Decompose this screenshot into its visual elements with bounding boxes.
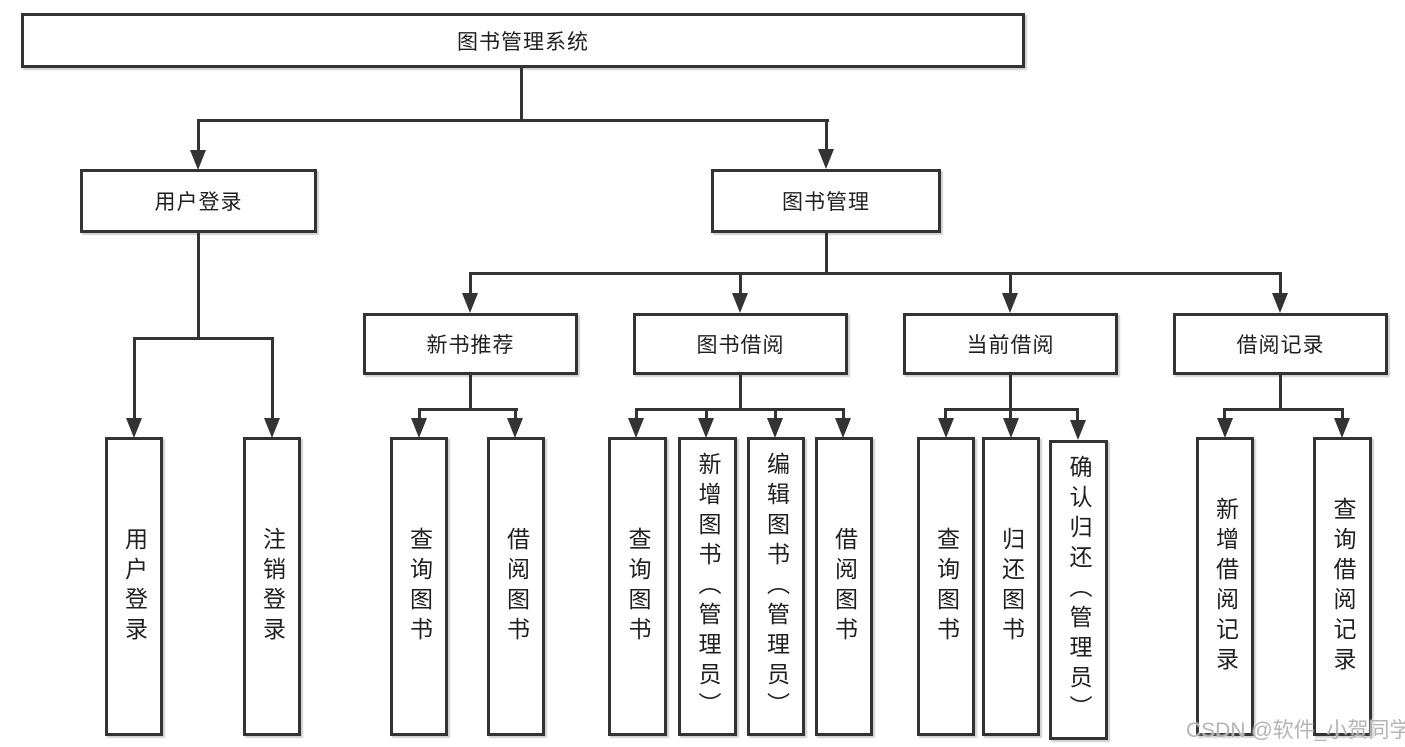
leaf-query-borrow-record-label: 查询借阅记录: [1330, 496, 1356, 677]
leaf-add-borrow-record-label: 新增借阅记录: [1212, 496, 1239, 677]
connector: [469, 272, 472, 297]
leaf-edit-books-admin-label: 编辑图书（管理员）: [763, 451, 790, 722]
node-borrow-record: 借阅记录: [1173, 313, 1388, 375]
leaf-query-books-1-label: 查询图书: [406, 526, 433, 647]
connector: [418, 408, 421, 422]
leaf-return-books: 归还图书: [982, 437, 1040, 736]
connector: [635, 408, 845, 411]
leaf-edit-books-admin: 编辑图书（管理员）: [747, 437, 805, 736]
connector: [705, 408, 708, 422]
leaf-borrow-books-2-label: 借阅图书: [831, 526, 858, 647]
leaf-query-books-2-label: 查询图书: [625, 526, 651, 647]
connector: [133, 337, 136, 422]
arrow-down-icon: [1070, 420, 1086, 440]
connector: [1223, 408, 1343, 411]
node-book-borrow-label: 图书借阅: [696, 334, 785, 357]
leaf-confirm-return-admin: 确认归还（管理员）: [1049, 440, 1108, 740]
connector: [635, 408, 638, 422]
leaf-borrow-books-1: 借阅图书: [487, 437, 545, 736]
node-current-borrow-label: 当前借阅: [966, 334, 1055, 357]
leaf-query-books-3: 查询图书: [917, 437, 975, 736]
node-new-book-recommend: 新书推荐: [363, 313, 578, 375]
arrow-down-icon: [507, 418, 523, 438]
arrow-down-icon: [190, 150, 206, 170]
node-borrow-record-label: 借阅记录: [1236, 334, 1325, 357]
node-new-book-recommend-label: 新书推荐: [426, 334, 515, 357]
connector: [842, 408, 845, 422]
leaf-logout-label: 注销登录: [259, 526, 286, 647]
connector: [825, 233, 828, 275]
leaf-add-borrow-record: 新增借阅记录: [1196, 437, 1254, 736]
leaf-query-books-1: 查询图书: [390, 437, 448, 736]
connector: [1279, 272, 1282, 297]
arrow-down-icon: [628, 418, 644, 438]
leaf-query-borrow-record: 查询借阅记录: [1313, 437, 1372, 736]
connector: [825, 119, 828, 152]
arrow-down-icon: [1272, 293, 1288, 313]
node-user-login: 用户登录: [80, 169, 317, 233]
node-root: 图书管理系统: [21, 13, 1025, 68]
connector: [1223, 408, 1226, 422]
arrow-down-icon: [767, 418, 783, 438]
node-root-label: 图书管理系统: [457, 30, 589, 54]
connector: [197, 233, 200, 340]
csdn-watermark: CSDN @软件_小贺同学: [1186, 719, 1405, 742]
leaf-query-books-2: 查询图书: [608, 437, 667, 736]
arrow-down-icon: [938, 418, 954, 438]
connector: [514, 408, 517, 422]
connector: [1279, 375, 1282, 411]
connector: [1076, 408, 1079, 422]
node-user-login-label: 用户登录: [154, 191, 243, 214]
arrow-down-icon: [411, 418, 427, 438]
connector: [944, 408, 947, 422]
leaf-borrow-books-2: 借阅图书: [815, 437, 873, 736]
connector: [739, 272, 742, 297]
connector: [197, 119, 200, 152]
arrow-down-icon: [462, 293, 478, 313]
connector: [1009, 375, 1012, 411]
leaf-add-books-admin: 新增图书（管理员）: [678, 437, 737, 736]
connector: [774, 408, 777, 422]
connector: [1341, 408, 1344, 422]
leaf-user-login: 用户登录: [105, 437, 163, 736]
leaf-confirm-return-admin-label: 确认归还（管理员）: [1066, 455, 1092, 725]
connector: [1009, 408, 1012, 422]
node-book-management-label: 图书管理: [782, 191, 870, 214]
leaf-logout: 注销登录: [243, 437, 301, 736]
leaf-query-books-3-label: 查询图书: [933, 526, 960, 647]
connector: [469, 375, 472, 411]
connector: [418, 408, 518, 411]
connector: [133, 337, 274, 340]
arrow-down-icon: [264, 418, 280, 438]
arrow-down-icon: [126, 418, 142, 438]
arrow-down-icon: [732, 293, 748, 313]
leaf-add-books-admin-label: 新增图书（管理员）: [695, 451, 721, 722]
node-book-management: 图书管理: [711, 169, 941, 233]
arrow-down-icon: [1003, 418, 1019, 438]
leaf-return-books-label: 归还图书: [998, 526, 1025, 647]
arrow-down-icon: [1217, 418, 1233, 438]
leaf-user-login-label: 用户登录: [121, 526, 148, 647]
arrow-down-icon: [818, 149, 834, 169]
node-book-borrow: 图书借阅: [633, 313, 848, 375]
arrow-down-icon: [1002, 293, 1018, 313]
connector: [520, 68, 523, 122]
connector: [197, 119, 829, 122]
arrow-down-icon: [835, 418, 851, 438]
leaf-borrow-books-1-label: 借阅图书: [503, 526, 530, 647]
connector: [271, 337, 274, 422]
connector: [739, 375, 742, 411]
connector: [469, 272, 1281, 275]
arrow-down-icon: [698, 418, 714, 438]
connector: [1009, 272, 1012, 297]
arrow-down-icon: [1334, 418, 1350, 438]
node-current-borrow: 当前借阅: [903, 313, 1118, 375]
